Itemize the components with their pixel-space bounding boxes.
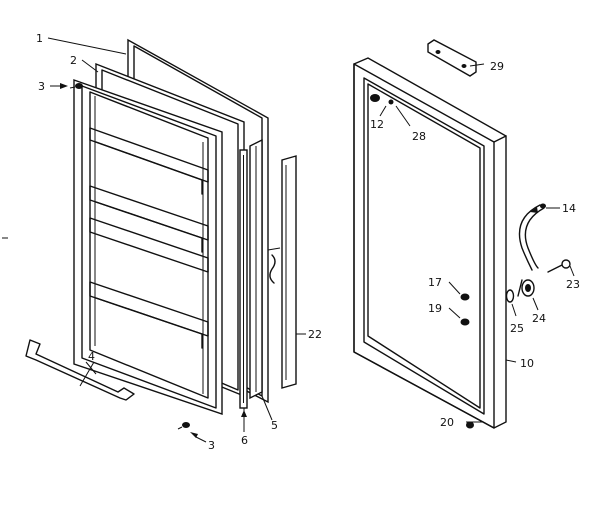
callout-20: 20 xyxy=(440,416,454,429)
bottom-bracket-part-4 xyxy=(25,339,135,401)
callout-6: 6 xyxy=(241,434,248,447)
handle-part-14 xyxy=(518,203,546,271)
panel-insert-part-22 xyxy=(267,155,297,389)
plug-part-19 xyxy=(460,318,470,326)
inner-door-liner-with-shelves xyxy=(73,79,223,415)
callout-3-bottom: 3 xyxy=(208,439,215,452)
cap-part-20 xyxy=(466,421,474,429)
callout-28: 28 xyxy=(412,130,426,143)
callout-24: 24 xyxy=(532,312,546,325)
callout-29: 29 xyxy=(490,60,504,73)
key-part-23 xyxy=(547,259,571,273)
leader-lines xyxy=(47,37,575,443)
callout-1: 1 xyxy=(36,32,43,45)
callout-3-top: 3 xyxy=(38,80,45,93)
plug-part-17 xyxy=(460,293,470,301)
callout-2: 2 xyxy=(70,54,77,67)
screw-part-3-bottom xyxy=(177,422,190,430)
callout-22: 22 xyxy=(308,328,322,341)
gasket-strip-part-5 xyxy=(249,138,263,400)
callout-12: 12 xyxy=(370,118,384,131)
callout-10: 10 xyxy=(520,357,534,370)
nut-part-25 xyxy=(505,289,515,303)
lock-part-24 xyxy=(517,279,535,297)
callout-14: 14 xyxy=(562,202,576,215)
breaker-strip-part-6 xyxy=(239,149,248,409)
callout-17: 17 xyxy=(428,276,442,289)
callout-4: 4 xyxy=(88,350,95,363)
callout-23: 23 xyxy=(566,278,580,291)
bushing-part-12 xyxy=(370,94,380,102)
screw-part-3-top xyxy=(69,83,83,89)
washer-part-28 xyxy=(388,99,394,105)
hinge-bracket-part-29 xyxy=(427,39,477,77)
callout-19: 19 xyxy=(428,302,442,315)
callout-5: 5 xyxy=(271,419,278,432)
door-frame-part-10 xyxy=(353,57,507,429)
callout-25: 25 xyxy=(510,322,524,335)
